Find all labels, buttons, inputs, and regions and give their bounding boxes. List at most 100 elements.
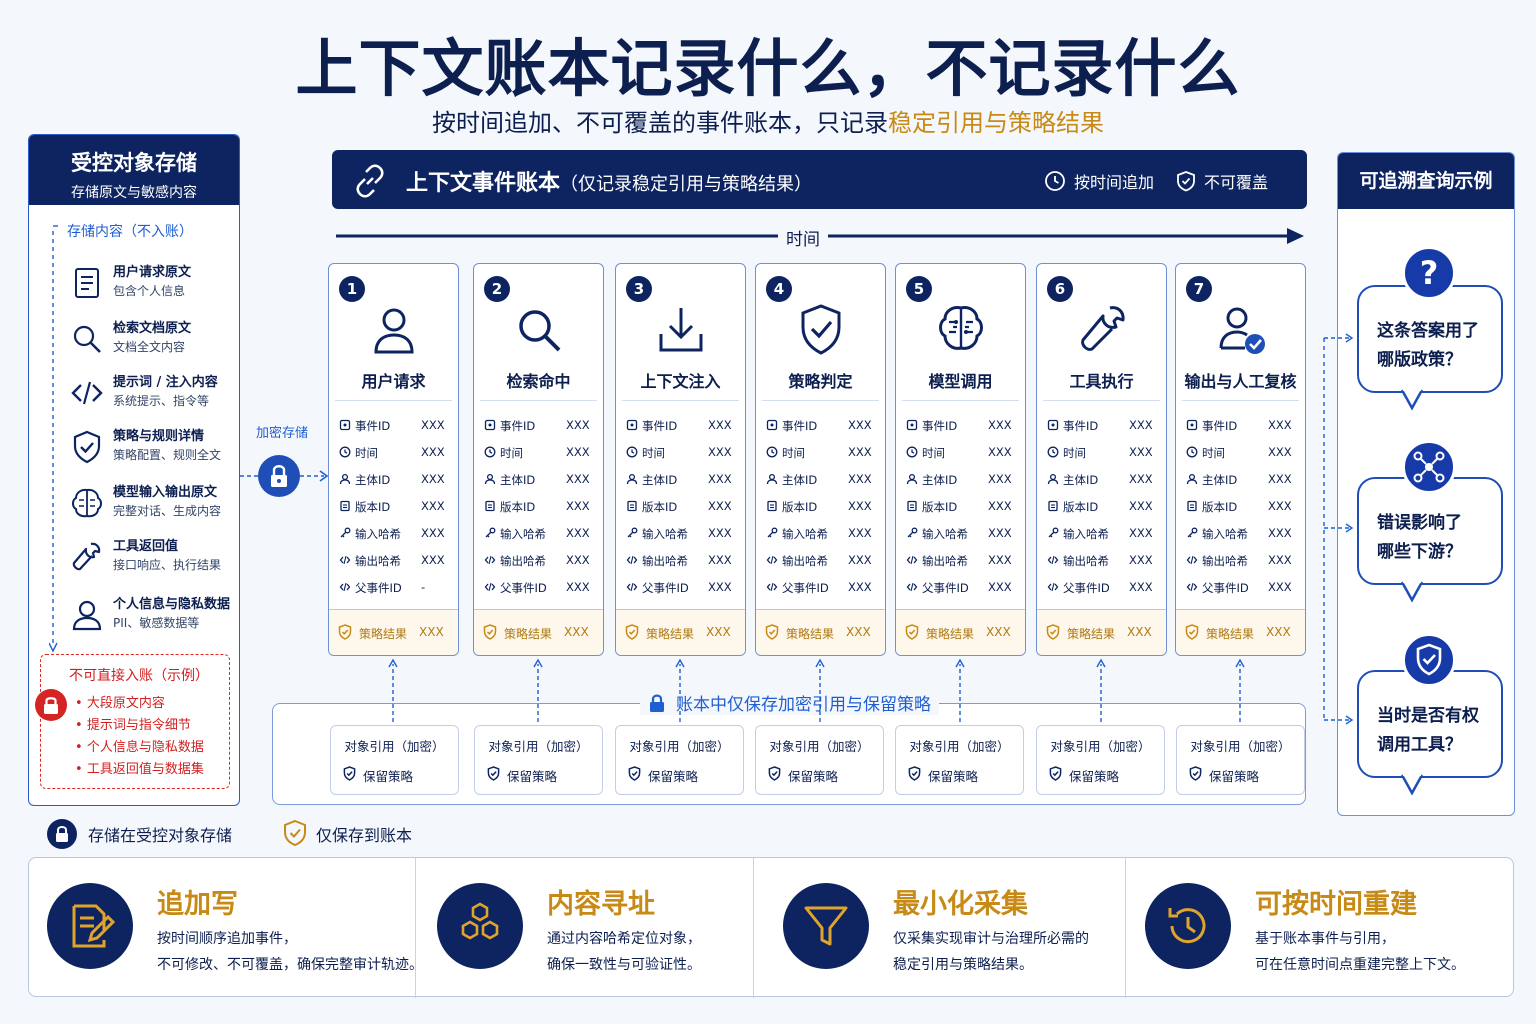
clock-icon: [339, 446, 355, 460]
person-icon: [766, 473, 782, 487]
object-reference-label: 对象引用（加密）: [1190, 739, 1291, 754]
object-reference-label: 对象引用（加密）: [488, 739, 589, 754]
field-value: XXX: [848, 445, 872, 459]
link-icon: [356, 164, 384, 198]
no-direct-entry-item: 个人信息与隐私数据: [75, 737, 204, 759]
field-label: 主体ID: [355, 473, 391, 487]
principle-title: 内容寻址: [547, 889, 655, 920]
field-label: 事件ID: [782, 419, 818, 433]
field-label: 输出哈希: [922, 554, 968, 568]
field-value: XXX: [566, 445, 590, 459]
policy-value: XXX: [986, 625, 1011, 639]
field-label: 时间: [782, 446, 805, 460]
code-icon: [906, 581, 922, 595]
id-icon: [1047, 419, 1063, 433]
card-connector-arrow: [533, 658, 543, 668]
field-label: 父事件ID: [642, 581, 689, 595]
query-line: 错误影响了: [1377, 513, 1462, 533]
controlled-storage-subtitle: 存储原文与敏感内容: [71, 185, 197, 201]
field-label: 输入哈希: [355, 527, 401, 541]
principle-title: 最小化采集: [893, 889, 1028, 920]
principle-divider: [753, 858, 754, 998]
field-value: XXX: [566, 418, 590, 432]
field-label: 事件ID: [355, 419, 391, 433]
event-name: 策略判定: [788, 372, 853, 391]
person-icon: [339, 473, 355, 487]
code-icon: [1047, 581, 1063, 595]
retention-policy-label: 保留策略: [1069, 769, 1120, 784]
field-label: 主体ID: [500, 473, 536, 487]
query-line: 哪些下游？: [1377, 542, 1462, 562]
field-value: XXX: [1268, 499, 1292, 513]
field-value: XXX: [848, 526, 872, 540]
card-divider: [762, 400, 879, 401]
policy-value: XXX: [1127, 625, 1152, 639]
object-reference-box: 对象引用（加密） 保留策略: [895, 725, 1024, 795]
field-label: 事件ID: [1063, 419, 1099, 433]
user-icon: [72, 600, 102, 631]
id-icon: [766, 419, 782, 433]
stored-item-desc: 文档全文内容: [113, 340, 186, 354]
retention-policy-label: 保留策略: [363, 769, 414, 784]
card-connector-arrow: [675, 658, 685, 668]
field-value: XXX: [708, 445, 732, 459]
field-value: XXX: [848, 472, 872, 486]
version-icon: [484, 500, 500, 514]
field-value: XXX: [421, 526, 445, 540]
no-direct-entry-title: 不可直接入账（示例）: [69, 668, 209, 684]
controlled-storage-panel: 受控对象存储 存储原文与敏感内容 存储内容（不入账） 用户请求原文 包含个人信息…: [28, 134, 240, 806]
field-label: 版本ID: [1063, 500, 1099, 514]
field-label: 输出哈希: [355, 554, 401, 568]
principle-desc: 通过内容哈希定位对象，确保一致性与可验证性。: [547, 926, 701, 978]
card-divider: [902, 400, 1019, 401]
code-icon: [766, 581, 782, 595]
question-icon: ?: [1402, 246, 1456, 300]
field-value: XXX: [566, 526, 590, 540]
event-field: 父事件ID-: [339, 580, 454, 596]
download-icon: [659, 308, 703, 352]
event-name: 输出与人工复核: [1184, 372, 1297, 391]
field-value: XXX: [988, 526, 1012, 540]
object-reference-label: 对象引用（加密）: [1050, 739, 1151, 754]
stored-item: 个人信息与隐私数据 PII、敏感数据等: [69, 593, 239, 643]
field-value: XXX: [421, 445, 445, 459]
field-label: 主体ID: [782, 473, 818, 487]
field-value: XXX: [1268, 553, 1292, 567]
wrench-icon: [72, 542, 101, 571]
field-label: 事件ID: [922, 419, 958, 433]
object-reference-label: 对象引用（加密）: [909, 739, 1010, 754]
key-icon: [1186, 527, 1202, 541]
wrench-icon: [1081, 306, 1125, 351]
stored-item-desc: 完整对话、生成内容: [113, 504, 222, 518]
principle-desc: 按时间顺序追加事件，不可修改、不可覆盖，确保完整审计轨迹。: [157, 926, 423, 978]
field-value: XXX: [1129, 553, 1153, 567]
field-label: 输出哈希: [642, 554, 688, 568]
field-label: 事件ID: [500, 419, 536, 433]
event-name: 模型调用: [928, 372, 993, 391]
stored-item-name: 模型输入输出原文: [113, 485, 218, 500]
field-label: 输出哈希: [1202, 554, 1248, 568]
field-value: XXX: [566, 580, 590, 594]
code-icon: [1047, 554, 1063, 568]
retention-policy-label: 保留策略: [928, 769, 979, 784]
card-connector-arrow: [388, 658, 398, 668]
version-icon: [906, 500, 922, 514]
bubble-tail: [1400, 388, 1424, 411]
field-value: XXX: [988, 499, 1012, 513]
